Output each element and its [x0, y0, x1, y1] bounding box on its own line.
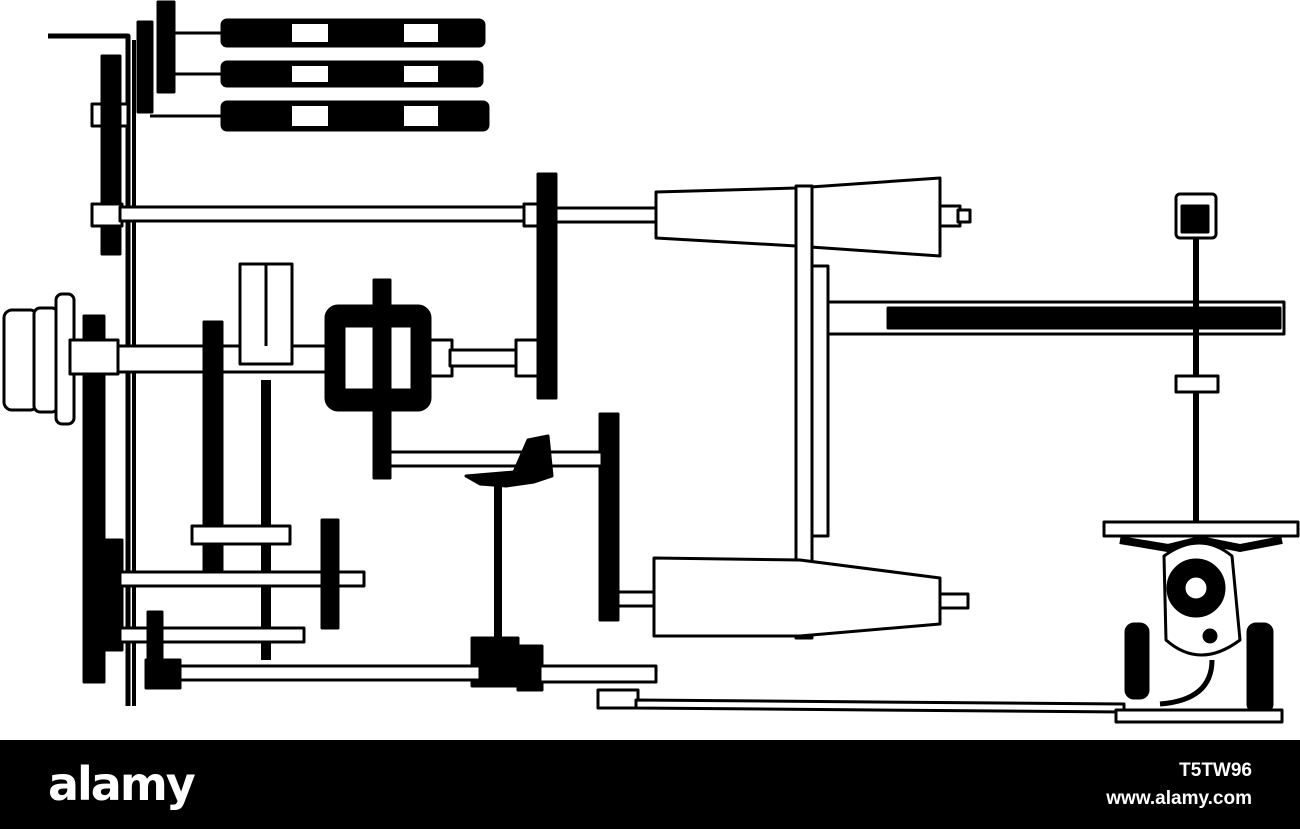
- cone-standard: [794, 184, 830, 640]
- left-gear-train: [82, 54, 124, 684]
- upper-roller-stack: [90, 0, 490, 132]
- regulator-mechanism: [1102, 520, 1300, 724]
- rack-arm: [826, 192, 1286, 540]
- stock-watermark-bar: alamy T5TW96 www.alamy.com: [0, 740, 1300, 829]
- drive-pulley: [2, 262, 540, 572]
- lower-cone-drum: [598, 412, 970, 638]
- stock-image-id: T5TW96: [1179, 760, 1252, 781]
- stock-logo: alamy: [48, 757, 196, 811]
- mechanism-drawing: [2, 0, 1300, 724]
- stock-site-url: www.alamy.com: [1106, 788, 1252, 809]
- lower-spindles: [118, 380, 366, 664]
